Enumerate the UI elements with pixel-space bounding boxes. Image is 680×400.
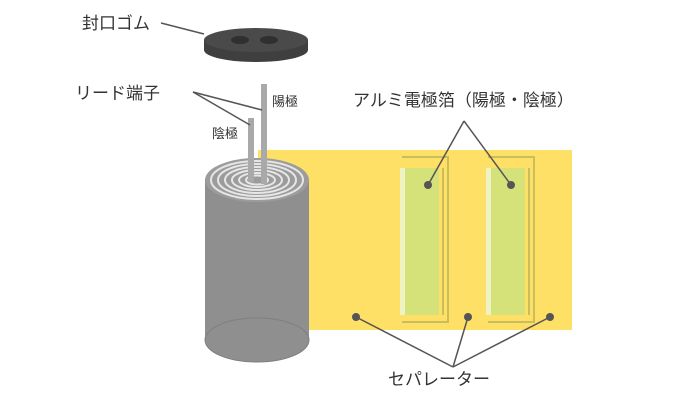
label-seal-rubber: 封口ゴム [82, 13, 150, 34]
pointer-lines [160, 22, 551, 368]
capacitor-can [204, 158, 310, 363]
foil-panel-right [486, 156, 535, 323]
rubber-hole-right [260, 36, 278, 44]
label-foil: アルミ電極箔（陽極・陰極） [353, 91, 574, 111]
lead-cathode [248, 118, 254, 182]
label-lead-terminal: リード端子 [75, 84, 160, 104]
can-body [205, 180, 309, 362]
sealing-rubber [204, 28, 308, 62]
pointer-dots [352, 181, 554, 321]
label-cathode: 陰極 [212, 126, 238, 142]
can-bottom-shade [204, 317, 310, 363]
foil-sheet-right [486, 168, 525, 315]
foil-edge-left [400, 168, 405, 315]
rubber-hole-left [231, 36, 249, 44]
rubber-top [204, 28, 308, 52]
winding-spiral [210, 160, 304, 200]
foil-edge-right [486, 168, 491, 315]
foil-frame-left [402, 156, 449, 323]
foil-panel-left [400, 156, 449, 323]
foil-sheet-left [400, 168, 439, 315]
lead-anode [261, 84, 267, 184]
label-separator: セパレーター [388, 370, 490, 390]
foil-frame-right [488, 156, 535, 323]
label-anode: 陽極 [272, 94, 298, 110]
